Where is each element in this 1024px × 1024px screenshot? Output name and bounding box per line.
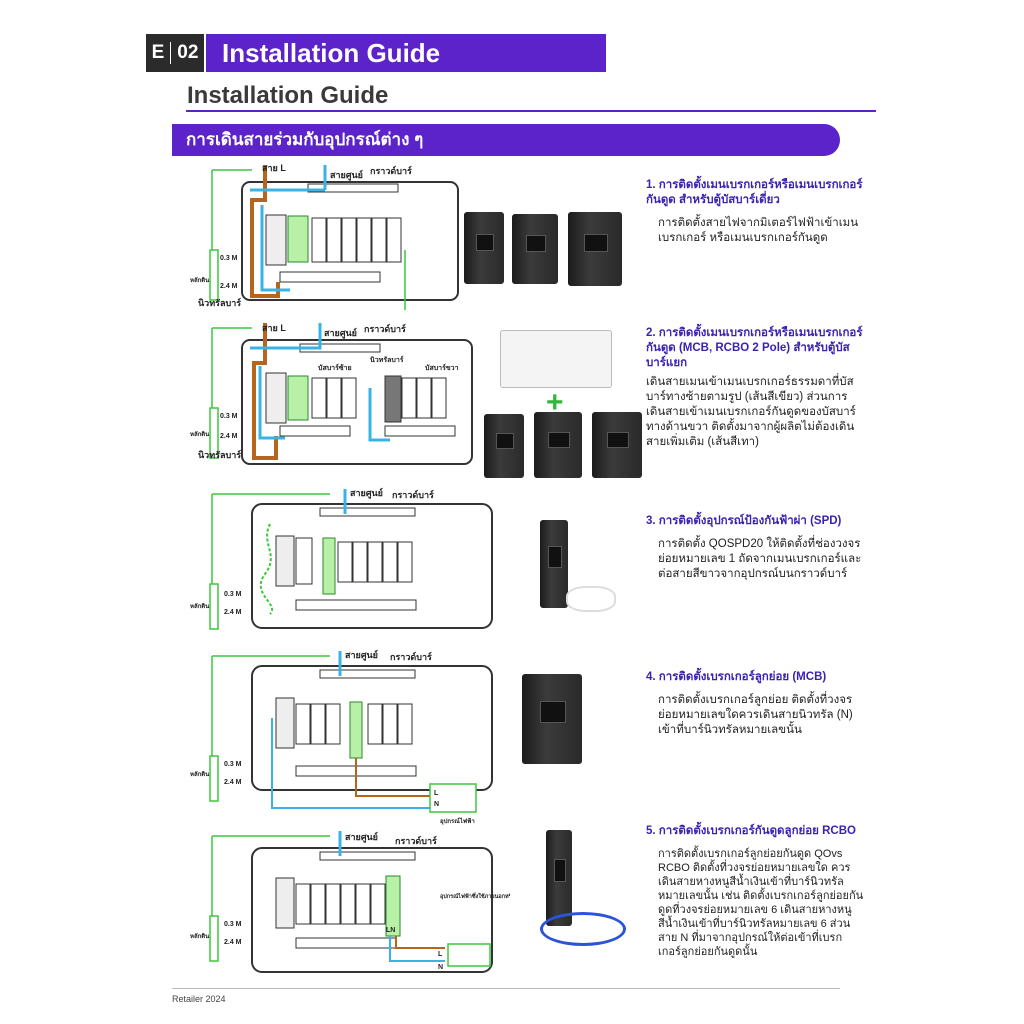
label-ground-bar: กราวด์บาร์ bbox=[392, 489, 434, 500]
spd-cable-image bbox=[566, 586, 616, 612]
step-5-title-text: การติดตั้งเบรกเกอร์กันดูดลูกย่อย RCBO bbox=[658, 825, 856, 837]
title-divider bbox=[186, 110, 876, 112]
label-depth-2: 2.4 M bbox=[220, 283, 238, 290]
step-4-title: 4. การติดตั้งเบรกเกอร์ลูกย่อย (MCB) bbox=[646, 670, 864, 685]
plus-icon: + bbox=[546, 386, 564, 419]
label-l: L bbox=[438, 951, 443, 958]
step-1-title-text: การติดตั้งเมนเบรกเกอร์หรือเมนเบรกเกอร์กั… bbox=[646, 179, 863, 206]
step-5-body: การติดตั้งเบรกเกอร์ลูกย่อยกันดูด QOvs RC… bbox=[658, 848, 864, 958]
label-depth-1: 0.3 M bbox=[220, 255, 238, 262]
label-ln: LN bbox=[386, 927, 395, 934]
diagram-single-busbar: สาย L สายศูนย์ กราวด์บาร์ 0.3 M 2.4 M หล… bbox=[190, 160, 510, 310]
main-breaker-image-1 bbox=[464, 212, 504, 284]
mcb-device-image bbox=[522, 674, 582, 764]
header-banner: Installation Guide bbox=[206, 34, 606, 72]
label-ground-bar: กราวด์บาร์ bbox=[390, 651, 432, 662]
breaker-image-b bbox=[534, 412, 582, 478]
main-breaker-image-3 bbox=[568, 212, 622, 286]
step-1: 1. การติดตั้งเมนเบรกเกอร์หรือเมนเบรกเกอร… bbox=[646, 178, 864, 246]
step-4-body: การติดตั้งเบรกเกอร์ลูกย่อย ติดตั้งที่วงจ… bbox=[658, 694, 853, 736]
step-2-title: 2. การติดตั้งเมนเบรกเกอร์หรือเมนเบรกเกอร… bbox=[646, 326, 864, 371]
label-appliance-metal: อุปกรณ์ไฟฟ้าซึ่งใช้ภายนอกหรือเป็นโลหะ เช… bbox=[440, 891, 510, 900]
label-neutral: สายศูนย์ bbox=[345, 649, 378, 661]
label-left-busbar: บัสบาร์ซ้าย bbox=[318, 363, 352, 372]
step-3-title-text: การติดตั้งอุปกรณ์ป้องกันฟ้าผ่า (SPD) bbox=[658, 515, 842, 527]
label-depth-2: 2.4 M bbox=[224, 939, 242, 946]
step-4: 4. การติดตั้งเบรกเกอร์ลูกย่อย (MCB) การต… bbox=[646, 670, 864, 738]
section-code-divider bbox=[170, 42, 172, 64]
label-depth-1: 0.3 M bbox=[224, 591, 242, 598]
label-neutral: สายศูนย์ bbox=[324, 327, 357, 339]
label-ground-rod: หลักดิน bbox=[190, 276, 210, 284]
section-code: E 02 bbox=[146, 34, 204, 72]
step-2-title-text: การติดตั้งเมนเบรกเกอร์หรือเมนเบรกเกอร์กั… bbox=[646, 327, 863, 369]
label-depth-1: 0.3 M bbox=[220, 413, 238, 420]
label-ground-bar: กราวด์บาร์ bbox=[395, 835, 437, 846]
step-5: 5. การติดตั้งเบรกเกอร์กันดูดลูกย่อย RCBO… bbox=[646, 824, 864, 959]
label-depth-2: 2.4 M bbox=[224, 779, 242, 786]
label-ground-rod: หลักดิน bbox=[190, 602, 210, 610]
breaker-image-a bbox=[484, 414, 524, 478]
label-ground-rod: หลักดิน bbox=[190, 932, 210, 940]
breaker-image-c bbox=[592, 412, 642, 478]
diagram-spd: สายศูนย์ กราวด์บาร์ 0.3 M 2.4 M หลักดิน bbox=[190, 484, 510, 634]
label-n: N bbox=[438, 964, 443, 971]
label-live: สาย L bbox=[262, 323, 286, 333]
label-neutral: สายศูนย์ bbox=[345, 831, 378, 843]
label-ground-bar: กราวด์บาร์ bbox=[364, 323, 406, 334]
label-neutral: สายศูนย์ bbox=[330, 169, 363, 181]
step-2-body: เดินสายเมนเข้าเมนเบรกเกอร์ธรรมดาที่บัสบา… bbox=[646, 376, 856, 448]
step-4-title-text: การติดตั้งเบรกเกอร์ลูกย่อย (MCB) bbox=[658, 671, 827, 683]
label-depth-1: 0.3 M bbox=[224, 761, 242, 768]
label-neutral-bar: นิวทรัลบาร์ bbox=[198, 297, 242, 308]
section-heading: การเดินสายร่วมกับอุปกรณ์ต่าง ๆ bbox=[172, 124, 840, 156]
spd-device-image bbox=[540, 520, 568, 608]
step-3-body: การติดตั้ง QOSPD20 ให้ติดตั้งที่ช่องวงจร… bbox=[658, 538, 862, 580]
step-3: 3. การติดตั้งอุปกรณ์ป้องกันฟ้าผ่า (SPD) … bbox=[646, 514, 864, 582]
label-ground-bar: กราวด์บาร์ bbox=[370, 165, 412, 176]
diagram-rcbo: สายศูนย์ กราวด์บาร์ 0.3 M 2.4 M หลักดิน … bbox=[190, 826, 510, 978]
diagram-split-busbar: สาย L สายศูนย์ กราวด์บาร์ บัสบาร์ซ้าย นิ… bbox=[190, 318, 510, 468]
step-4-number: 4. bbox=[646, 671, 656, 683]
footer-text: Retailer 2024 bbox=[172, 994, 226, 1004]
label-ground-rod: หลักดิน bbox=[190, 770, 210, 778]
step-3-title: 3. การติดตั้งอุปกรณ์ป้องกันฟ้าผ่า (SPD) bbox=[646, 514, 864, 529]
label-l: L bbox=[434, 790, 439, 797]
step-2: 2. การติดตั้งเมนเบรกเกอร์หรือเมนเบรกเกอร… bbox=[646, 326, 864, 450]
step-1-body: การติดตั้งสายไฟจากมิเตอร์ไฟฟ้าเข้าเมนเบร… bbox=[658, 217, 859, 244]
busbar-enclosure-image bbox=[500, 330, 612, 388]
step-5-title: 5. การติดตั้งเบรกเกอร์กันดูดลูกย่อย RCBO bbox=[646, 824, 864, 839]
label-right-busbar: บัสบาร์ขวา bbox=[425, 363, 459, 372]
label-live: สาย L bbox=[262, 163, 286, 173]
label-depth-1: 0.3 M bbox=[224, 921, 242, 928]
rcbo-device-image bbox=[546, 830, 572, 926]
page-title: Installation Guide bbox=[187, 82, 389, 109]
label-neutral-bar: นิวทรัลบาร์ bbox=[198, 449, 242, 460]
label-depth-2: 2.4 M bbox=[220, 433, 238, 440]
label-n: N bbox=[434, 801, 439, 808]
step-2-number: 2. bbox=[646, 327, 656, 339]
label-depth-2: 2.4 M bbox=[224, 609, 242, 616]
label-ground-rod: หลักดิน bbox=[190, 430, 210, 438]
step-5-number: 5. bbox=[646, 825, 656, 837]
label-neutral-bar-right: นิวทรัลบาร์ bbox=[369, 355, 403, 364]
rcbo-cable-image bbox=[540, 912, 626, 946]
section-code-letter: E bbox=[151, 42, 165, 63]
diagram-mcb: สายศูนย์ กราวด์บาร์ 0.3 M 2.4 M หลักดิน … bbox=[190, 646, 510, 826]
label-appliance: อุปกรณ์ไฟฟ้า bbox=[440, 817, 475, 825]
section-code-number: 02 bbox=[177, 42, 199, 63]
step-1-title: 1. การติดตั้งเมนเบรกเกอร์หรือเมนเบรกเกอร… bbox=[646, 178, 864, 208]
footer-divider bbox=[172, 988, 840, 989]
label-neutral: สายศูนย์ bbox=[350, 487, 383, 499]
step-3-number: 3. bbox=[646, 515, 656, 527]
step-1-number: 1. bbox=[646, 179, 656, 191]
main-breaker-image-2 bbox=[512, 214, 558, 284]
